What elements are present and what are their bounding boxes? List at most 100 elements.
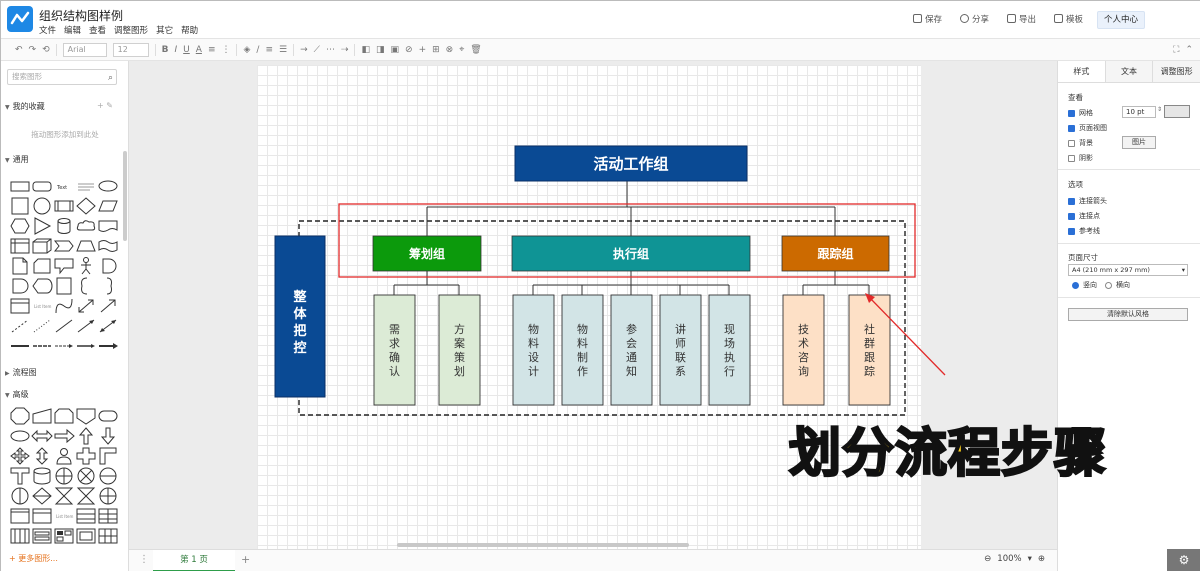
org-chart-diagram[interactable]: 活动工作组 整体把控 筹划组执行组跟踪组 需求确认方案策划物料设计物料制作参会通… bbox=[129, 61, 1057, 549]
card-shape[interactable] bbox=[31, 257, 53, 275]
display-shape[interactable] bbox=[31, 277, 53, 295]
grid-option[interactable]: 网格 bbox=[1068, 108, 1093, 118]
shadow-checkbox[interactable] bbox=[1068, 154, 1075, 162]
triangle-shape[interactable] bbox=[31, 217, 53, 235]
align-icon[interactable]: ≡ bbox=[207, 44, 216, 55]
arrow-line-shape[interactable] bbox=[75, 317, 97, 335]
settings-gear-icon[interactable]: ⚙ bbox=[1167, 549, 1200, 571]
circle-shape[interactable] bbox=[31, 197, 53, 215]
add-page-icon[interactable]: + bbox=[241, 553, 251, 566]
diamond-shape[interactable] bbox=[75, 197, 97, 215]
guides-checkbox[interactable] bbox=[1068, 227, 1075, 235]
database-shape[interactable] bbox=[31, 467, 53, 485]
task-node[interactable] bbox=[708, 294, 751, 406]
task-node[interactable] bbox=[848, 294, 891, 406]
menu-arrange[interactable]: 调整图形 bbox=[114, 26, 149, 36]
clear-style-icon[interactable]: ⊗ bbox=[445, 44, 454, 55]
tab-arrange[interactable]: 调整图形 bbox=[1153, 61, 1200, 82]
side-node[interactable] bbox=[274, 235, 326, 398]
grid-checkbox[interactable] bbox=[1068, 109, 1075, 117]
connector-arrow-shape[interactable] bbox=[75, 337, 97, 355]
bracket-shape[interactable] bbox=[75, 277, 97, 295]
menu-view[interactable]: 查看 bbox=[89, 26, 107, 36]
extract-shape[interactable] bbox=[75, 487, 97, 505]
list-label-shape[interactable]: List Item bbox=[53, 507, 75, 525]
textbox-shape[interactable] bbox=[75, 177, 97, 195]
container-shape[interactable] bbox=[9, 297, 31, 315]
offpage-shape[interactable] bbox=[75, 407, 97, 425]
zoom-level[interactable]: 100% bbox=[997, 554, 1022, 564]
frame-shape[interactable] bbox=[75, 527, 97, 545]
font-color-icon[interactable]: A bbox=[195, 44, 202, 55]
group-node[interactable] bbox=[781, 235, 890, 272]
landscape-radio[interactable] bbox=[1105, 281, 1112, 289]
dotted-line-shape[interactable] bbox=[31, 317, 53, 335]
circle-cross-shape[interactable] bbox=[97, 487, 119, 505]
cross-shape[interactable] bbox=[75, 447, 97, 465]
document-shape[interactable] bbox=[97, 217, 119, 235]
more-icon[interactable]: ⋮ bbox=[221, 44, 231, 55]
root-node[interactable] bbox=[514, 145, 748, 182]
italic-icon[interactable]: I bbox=[174, 44, 178, 55]
menu-edit[interactable]: 编辑 bbox=[64, 26, 82, 36]
export-button[interactable]: 导出 bbox=[1006, 13, 1036, 25]
insert-icon[interactable]: + bbox=[418, 44, 427, 55]
collate-shape[interactable] bbox=[53, 487, 75, 505]
form-shape[interactable] bbox=[31, 527, 53, 545]
line-style-icon[interactable]: ☰ bbox=[279, 44, 288, 55]
canvas-scrollbar[interactable] bbox=[397, 543, 689, 547]
connect-points-option[interactable]: 连接点 bbox=[1068, 211, 1100, 221]
t-shape[interactable] bbox=[9, 467, 31, 485]
image-icon[interactable]: ▣ bbox=[390, 44, 400, 55]
save-button[interactable]: 保存 bbox=[912, 13, 942, 25]
thick-line-shape[interactable] bbox=[9, 337, 31, 355]
fill-color-icon[interactable]: ◈ bbox=[243, 44, 251, 55]
up-down-arrow-shape[interactable] bbox=[31, 447, 53, 465]
brace-shape[interactable] bbox=[97, 277, 119, 295]
to-front-icon[interactable]: ◧ bbox=[361, 44, 370, 55]
underline-icon[interactable]: U bbox=[183, 44, 190, 55]
four-way-arrow-shape[interactable] bbox=[9, 447, 31, 465]
actor-shape[interactable] bbox=[75, 257, 97, 275]
dashed-line-shape[interactable] bbox=[9, 317, 31, 335]
task-node[interactable] bbox=[438, 294, 481, 406]
left-right-arrow-shape[interactable] bbox=[31, 427, 53, 445]
rounded-rectangle-shape[interactable] bbox=[31, 177, 53, 195]
reset-style-button[interactable]: 清除默认风格 bbox=[1068, 308, 1188, 321]
grid-size-input[interactable]: 10 pt bbox=[1122, 106, 1156, 118]
corner-shape[interactable] bbox=[97, 447, 119, 465]
ellipse-shape[interactable] bbox=[97, 177, 119, 195]
manual-input-shape[interactable] bbox=[31, 407, 53, 425]
stadium-shape[interactable] bbox=[9, 427, 31, 445]
shadow-option[interactable]: 阴影 bbox=[1068, 153, 1093, 163]
share-button[interactable]: 分享 bbox=[959, 13, 989, 25]
x-circle-shape[interactable] bbox=[75, 467, 97, 485]
or-shape[interactable] bbox=[97, 257, 119, 275]
tab-style[interactable]: 样式 bbox=[1058, 61, 1106, 82]
right-arrow-shape[interactable] bbox=[53, 427, 75, 445]
table-shape[interactable] bbox=[75, 507, 97, 525]
user-shape[interactable] bbox=[53, 447, 75, 465]
delete-icon[interactable]: 🗑 bbox=[470, 44, 482, 55]
shape-search-input[interactable]: 搜索图形 ⌕ bbox=[7, 69, 117, 85]
zoom-dropdown-icon[interactable]: ▾ bbox=[1027, 554, 1032, 564]
step-shape[interactable] bbox=[53, 237, 75, 255]
link-icon[interactable]: ⊘ bbox=[405, 44, 413, 55]
line-color-icon[interactable]: ∕ bbox=[256, 44, 260, 55]
cylinder-shape[interactable] bbox=[53, 217, 75, 235]
undo-icon[interactable]: ↶ bbox=[15, 44, 23, 55]
font-size-select[interactable]: 12 bbox=[112, 42, 149, 57]
arrow-shape[interactable] bbox=[97, 297, 119, 315]
menu-file[interactable]: 文件 bbox=[39, 26, 57, 36]
process-shape[interactable] bbox=[53, 197, 75, 215]
summing-junction-shape[interactable] bbox=[53, 467, 75, 485]
template-button[interactable]: 模板 bbox=[1053, 13, 1083, 25]
task-node[interactable] bbox=[561, 294, 604, 406]
line-width-icon[interactable]: ≡ bbox=[265, 44, 273, 55]
square-shape[interactable] bbox=[9, 197, 31, 215]
grid-table-shape[interactable] bbox=[97, 507, 119, 525]
page-view-option[interactable]: 页面视图 bbox=[1068, 123, 1107, 133]
collapse-icon[interactable]: ⌃ bbox=[1185, 44, 1193, 55]
bidirectional-arrow-shape[interactable] bbox=[97, 317, 119, 335]
background-checkbox[interactable] bbox=[1068, 139, 1075, 147]
